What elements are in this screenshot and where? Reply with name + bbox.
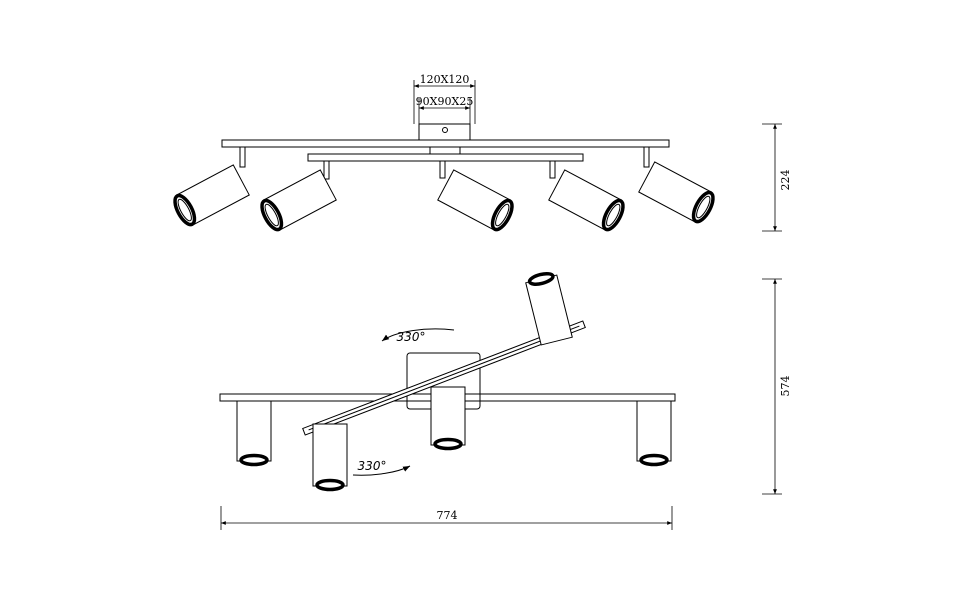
side-view: 120X120 90X90X25 <box>173 73 792 232</box>
canopy-screw <box>442 127 448 133</box>
width-dimension: 774 <box>220 506 673 530</box>
height-label: 224 <box>779 170 792 191</box>
depth-label: 574 <box>779 376 792 397</box>
plan-rotated-bar <box>302 320 586 436</box>
plan-spot-rotated-upper <box>525 271 573 346</box>
side-spot-3 <box>437 160 514 232</box>
side-spot-2 <box>260 160 337 232</box>
rear-bar <box>221 139 670 148</box>
side-spot-4 <box>548 160 625 232</box>
side-spot-1 <box>173 146 250 227</box>
canopy-dimensions: 120X120 90X90X25 <box>413 73 476 124</box>
plan-spot-center <box>430 386 466 451</box>
rotation-arrow-upper: 330° <box>381 328 455 344</box>
canopy-outer-label: 120X120 <box>420 73 470 86</box>
canopy-inner-label: 90X90X25 <box>416 95 474 108</box>
plan-spot-right <box>636 400 672 467</box>
lower-angle-label: 330° <box>358 459 387 473</box>
width-label: 774 <box>437 509 458 522</box>
plan-spot-rotated-lower <box>312 423 348 492</box>
plan-view: 330° 330° 574 774 <box>219 271 792 530</box>
side-spot-5 <box>638 146 715 224</box>
front-bar <box>307 153 584 162</box>
rotation-arrow-lower: 330° <box>352 459 411 476</box>
depth-dimension: 574 <box>762 278 792 495</box>
plan-spot-left <box>236 400 272 467</box>
upper-angle-label: 330° <box>397 330 426 344</box>
height-dimension: 224 <box>762 123 792 232</box>
